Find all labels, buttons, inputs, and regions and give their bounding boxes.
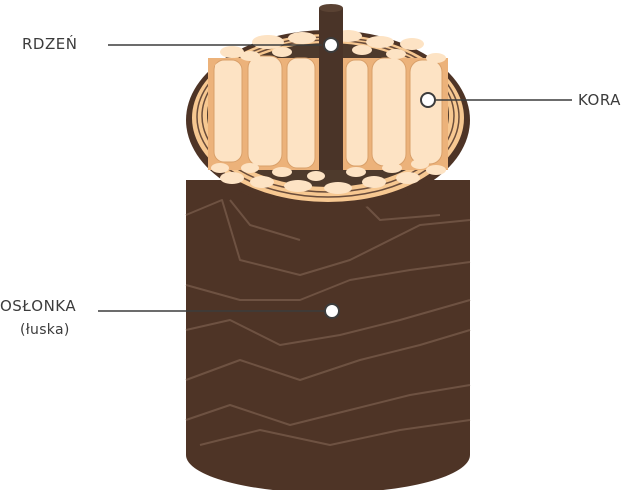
oslonka-marker	[324, 303, 340, 319]
cortex-label: KORA	[578, 91, 621, 109]
medulla-label: RDZEŃ	[22, 35, 78, 53]
kora-marker	[420, 92, 436, 108]
leader-lines	[98, 44, 572, 312]
cuticle-sublabel: (łuska)	[20, 322, 70, 338]
cuticle-body	[186, 180, 470, 493]
medulla	[319, 4, 343, 170]
cuticle-scale-lines	[185, 199, 471, 446]
rdzen-marker	[323, 37, 339, 53]
cuticle-label: OSŁONKA	[0, 297, 77, 315]
markers	[323, 37, 436, 319]
